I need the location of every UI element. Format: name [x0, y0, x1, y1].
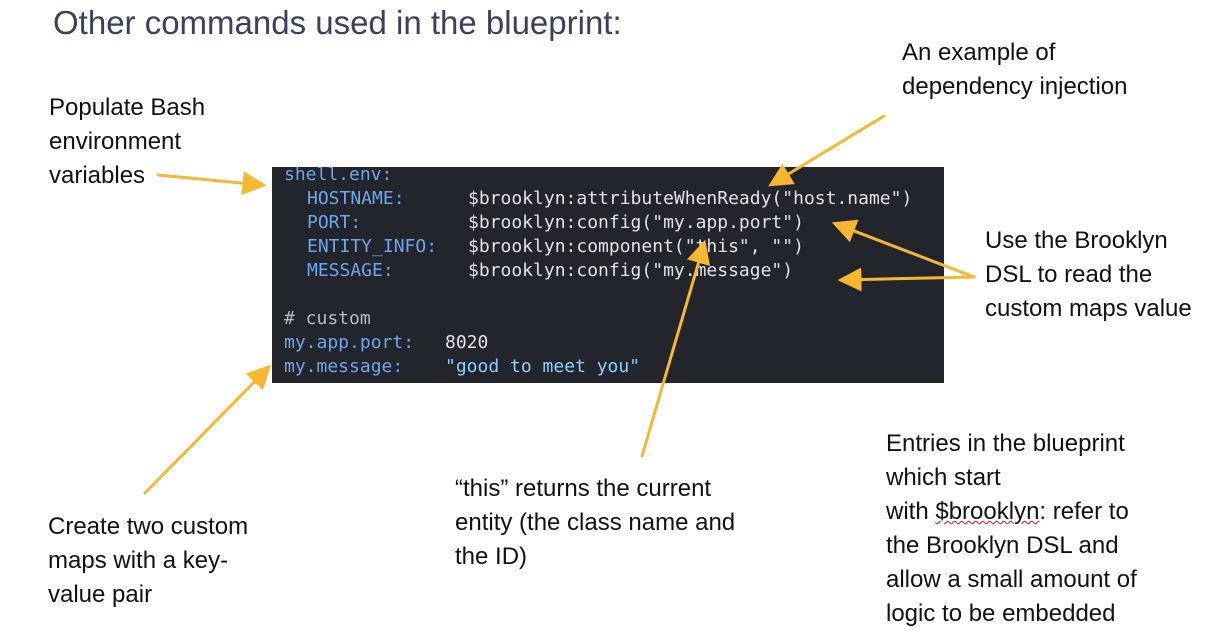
note-text: : refer to [1039, 498, 1129, 525]
note-line: Populate Bash [49, 94, 206, 121]
note-line: variables [49, 162, 146, 189]
note-dependency-injection: An example of dependency injection [902, 36, 1128, 104]
note-line: maps with a key- [48, 547, 229, 574]
slide-title: Other commands used in the blueprint: [53, 4, 622, 41]
note-text: with [886, 498, 936, 525]
arrow-dependency-injection [768, 114, 886, 187]
note-line: dependency injection [902, 73, 1128, 100]
arrow-brooklyn-dsl-port [831, 219, 976, 279]
note-line: An example of [902, 39, 1056, 66]
note-line: custom maps value [985, 295, 1192, 322]
code-key: MESSAGE: [307, 260, 394, 281]
note-line: Use the Brooklyn [985, 227, 1168, 254]
code-key: shell.env: [284, 167, 393, 185]
note-line: value pair [48, 581, 153, 608]
note-line: “this” returns the current [455, 475, 712, 502]
code-key: HOSTNAME: [307, 188, 405, 209]
code-key: my.message: [284, 356, 404, 377]
note-line: logic to be embedded [886, 600, 1116, 627]
note-brooklyn-dsl-read: Use the Brooklyn DSL to read the custom … [985, 224, 1192, 326]
note-this-returns: “this” returns the current entity (the c… [455, 472, 735, 574]
note-line: the Brooklyn DSL and [886, 532, 1119, 559]
code-key: PORT: [307, 212, 362, 233]
note-line: entity (the class name and [455, 509, 736, 536]
code-value: 8020 [445, 332, 489, 353]
arrow-this-returns [640, 239, 711, 458]
note-line: Entries in the blueprint [886, 430, 1125, 457]
note-line: DSL to read the [985, 261, 1153, 288]
note-line: which start [886, 464, 1001, 491]
code-key: ENTITY_INFO: [307, 236, 438, 257]
code-value: $brooklyn:config("my.app.port") [468, 212, 804, 233]
note-custom-maps: Create two custom maps with a key- value… [48, 510, 248, 612]
code-value: "good to meet you" [445, 356, 641, 377]
arrow-populate-bash [156, 171, 267, 196]
arrow-brooklyn-dsl-message [837, 267, 976, 292]
note-line: allow a small amount of [886, 566, 1137, 593]
note-line: the ID) [455, 543, 528, 570]
arrow-custom-maps [143, 364, 272, 495]
note-line: with $brooklyn: refer to [886, 495, 1137, 529]
code-comment: # custom [284, 308, 371, 329]
code-value: $brooklyn:attributeWhenReady("host.name"… [468, 188, 913, 209]
note-line: Create two custom [48, 513, 249, 540]
code-key: my.app.port: [284, 332, 415, 353]
note-populate-bash: Populate Bash environment variables [49, 91, 205, 193]
code-value: $brooklyn:config("my.message") [468, 260, 794, 281]
note-entries: Entries in the blueprint which start wit… [886, 427, 1137, 631]
note-line: environment [49, 128, 182, 155]
spellcheck-word: $brooklyn [935, 498, 1040, 525]
